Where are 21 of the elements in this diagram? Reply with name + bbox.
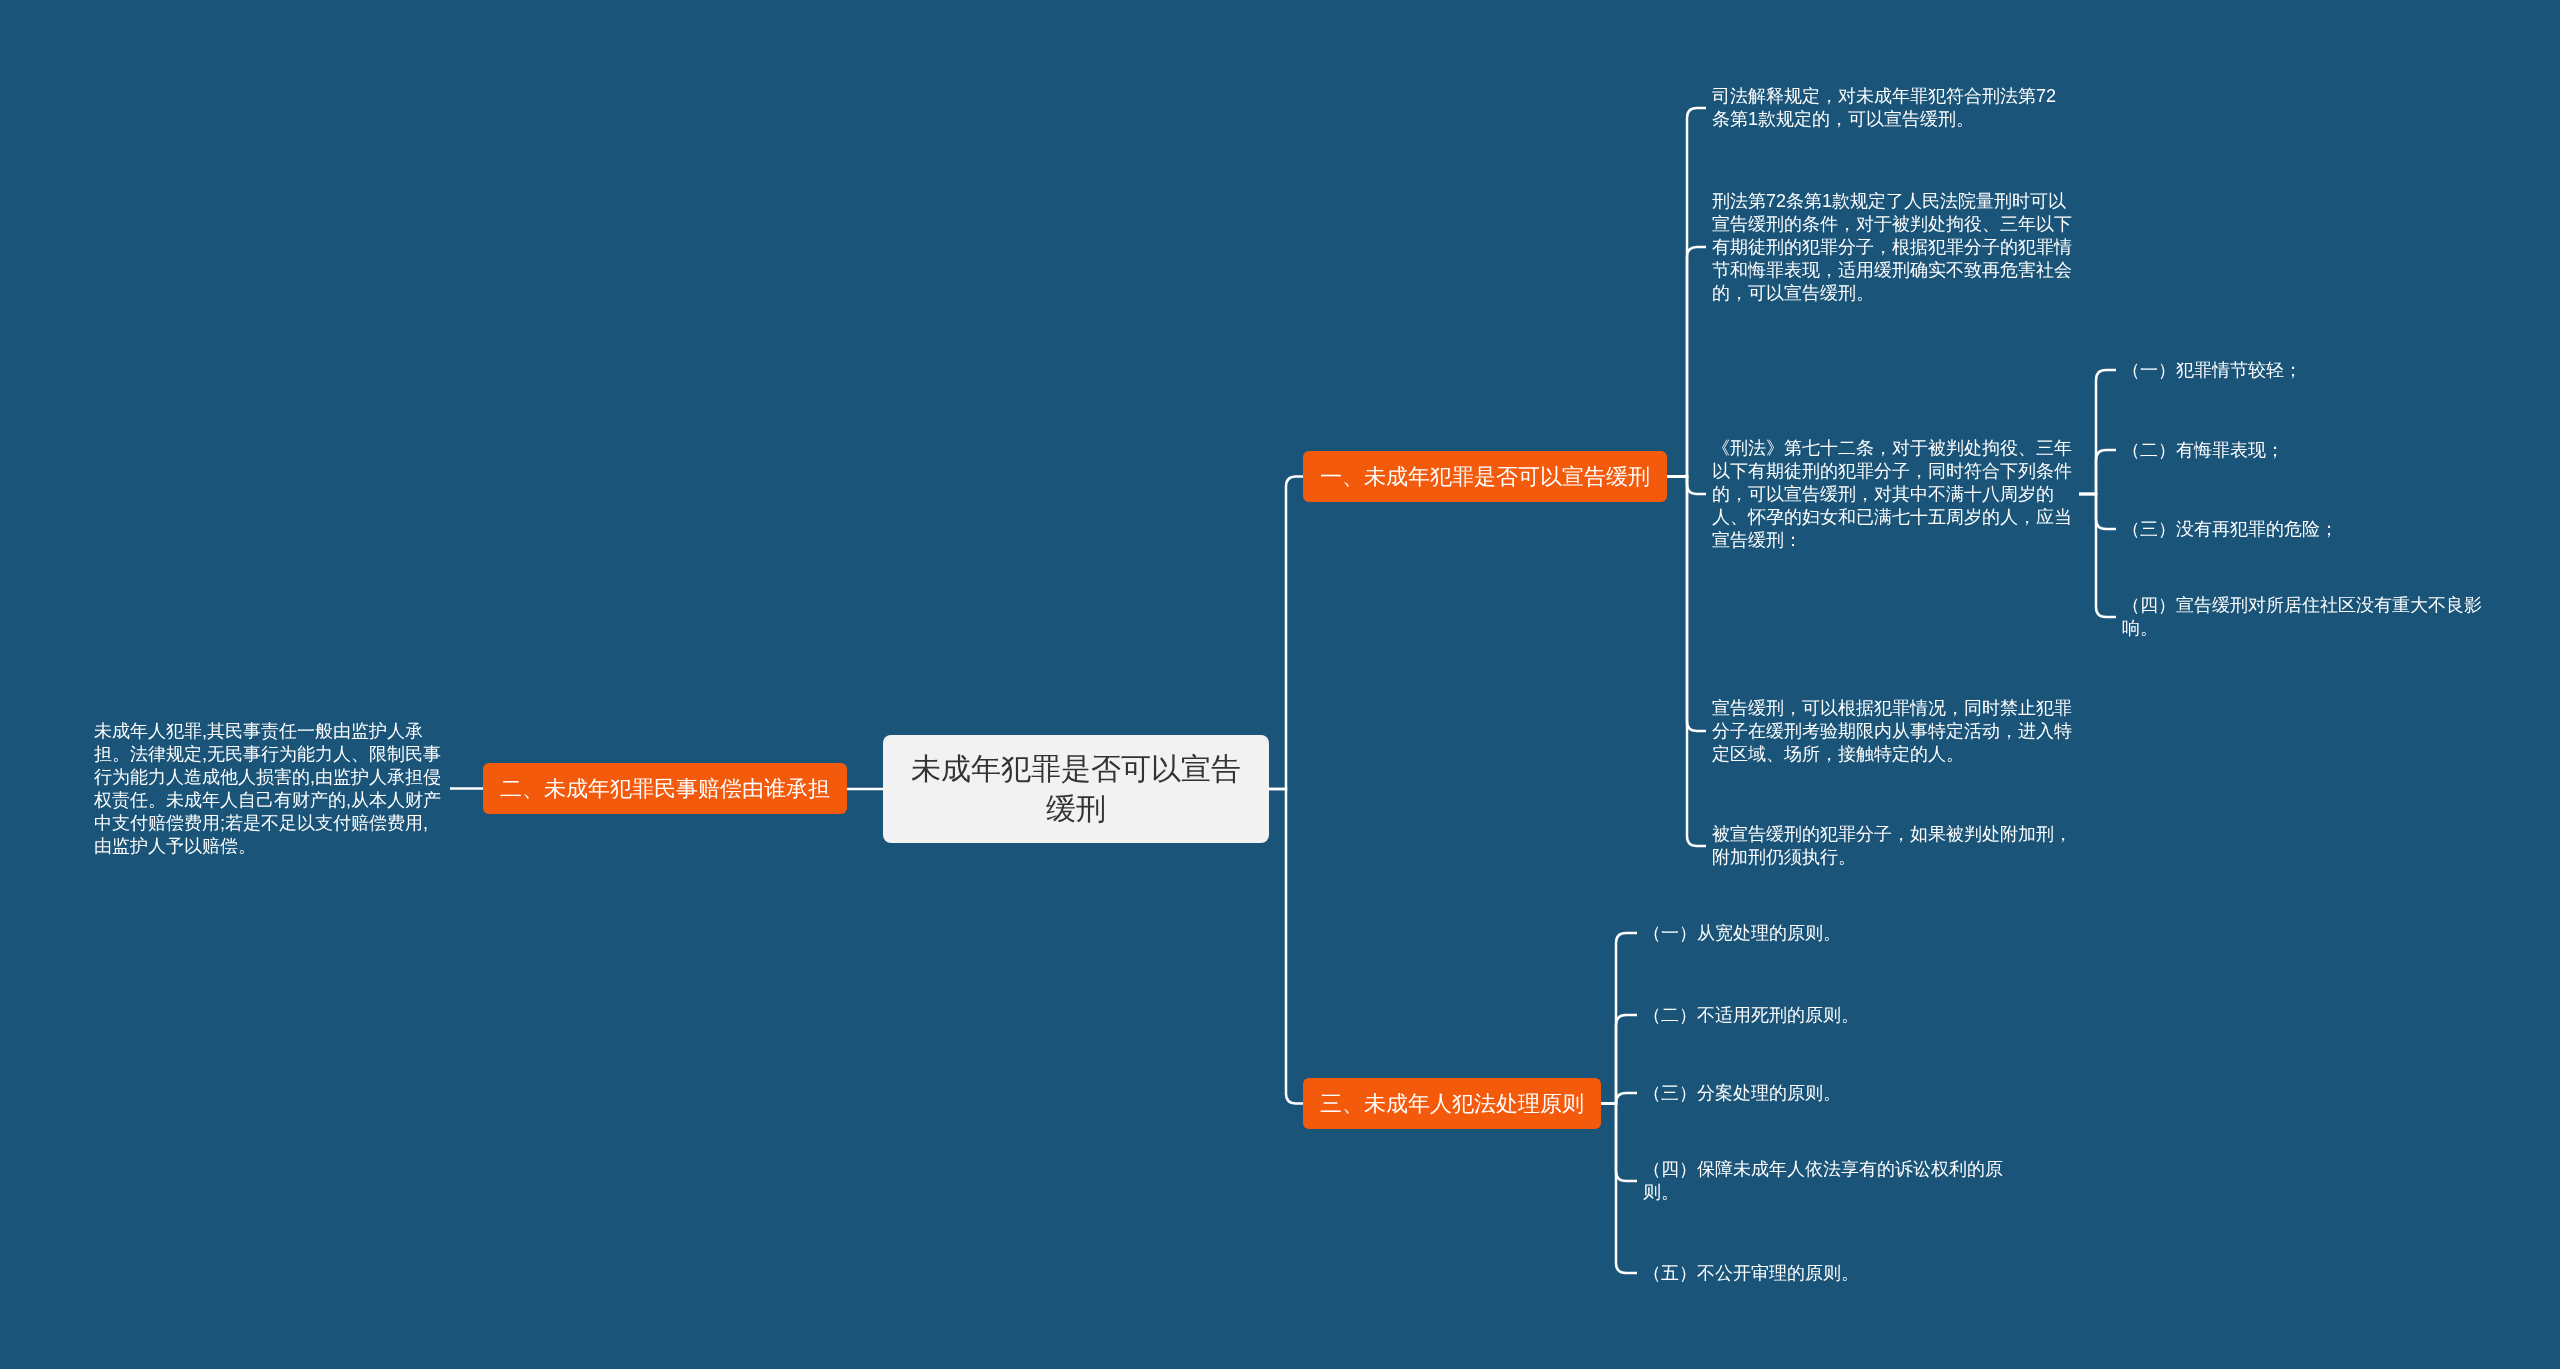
note-text: 司法解释规定，对未成年罪犯符合刑法第72条第1款规定的，可以宣告缓刑。 bbox=[1706, 85, 2079, 131]
note-text: （三）没有再犯罪的危险； bbox=[2116, 517, 2344, 541]
branch-box: 一、未成年犯罪是否可以宣告缓刑 bbox=[1303, 451, 1667, 502]
note-text: 《刑法》第七十二条，对于被判处拘役、三年以下有期徒刑的犯罪分子，同时符合下列条件的，可以宣告缓刑，对其中不满十八周岁的人、怀孕的妇女和已满七十五周岁的人，应当宣告缓刑： bbox=[1706, 436, 2079, 552]
note-text: （一）从宽处理的原则。 bbox=[1637, 921, 1847, 945]
central-topic-box: 未成年犯罪是否可以宣告缓刑 bbox=[883, 735, 1269, 843]
note-text: （四）保障未成年人依法享有的诉讼权利的原则。 bbox=[1637, 1158, 2010, 1204]
note-text: （二）有悔罪表现； bbox=[2116, 438, 2290, 462]
connector-line bbox=[450, 787, 483, 790]
connector-line bbox=[847, 787, 883, 791]
note-text: （一）犯罪情节较轻； bbox=[2116, 358, 2308, 382]
note-text: （五）不公开审理的原则。 bbox=[1637, 1261, 1865, 1285]
branch-box: 三、未成年人犯法处理原则 bbox=[1303, 1078, 1601, 1129]
note-text: 被宣告缓刑的犯罪分子，如果被判处附加刑，附加刑仍须执行。 bbox=[1706, 823, 2079, 869]
note-text: （二）不适用死刑的原则。 bbox=[1637, 1003, 1865, 1027]
note-text: 宣告缓刑，可以根据犯罪情况，同时禁止犯罪分子在缓刑考验期限内从事特定活动，进入特定区域、场所，接触特定的人。 bbox=[1706, 696, 2079, 766]
note-text: 未成年人犯罪,其民事责任一般由监护人承担。法律规定,无民事行为能力人、限制民事行为能力人造成他人损害的,由监护人承担侵权责任。未成年人自己有财产的,从本人财产中支付赔偿费用;若是不足以支付赔偿费用,由监护人予以赔偿。 bbox=[88, 720, 450, 858]
note-text: （三）分案处理的原则。 bbox=[1637, 1081, 1847, 1105]
note-text: 刑法第72条第1款规定了人民法院量刑时可以宣告缓刑的条件，对于被判处拘役、三年以下有期徒刑的犯罪分子，根据犯罪分子的犯罪情节和悔罪表现，适用缓刑确实不致再危害社会的，可以宣告缓刑。 bbox=[1706, 189, 2079, 305]
branch-box: 二、未成年犯罪民事赔偿由谁承担 bbox=[483, 763, 847, 814]
note-text: （四）宣告缓刑对所居住社区没有重大不良影响。 bbox=[2116, 594, 2489, 640]
